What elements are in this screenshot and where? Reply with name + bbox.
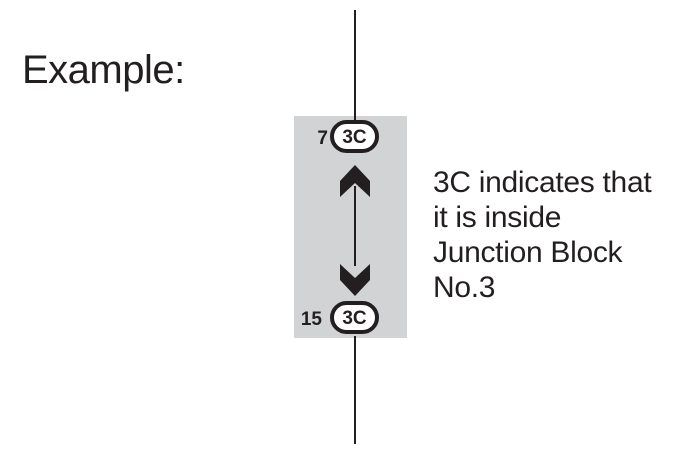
connector-bottom-pin: 15 <box>301 309 323 330</box>
description-line: 3C indicates that <box>433 166 652 199</box>
connector-bottom-code: 3C <box>342 308 367 329</box>
arrow-down-icon <box>340 264 370 296</box>
connector-top-badge <box>330 120 379 153</box>
description-line: No.3 <box>433 271 496 304</box>
description-text: 3C indicates that it is inside Junction … <box>433 165 652 305</box>
connector-top-pin: 7 <box>317 128 328 149</box>
connector-top-code: 3C <box>342 127 367 148</box>
arrow-up-icon <box>340 165 370 197</box>
description-line: Junction Block <box>433 236 623 269</box>
connector-bottom-badge <box>330 301 379 334</box>
example-label: Example: <box>22 48 185 92</box>
description-line: it is inside <box>433 201 562 234</box>
